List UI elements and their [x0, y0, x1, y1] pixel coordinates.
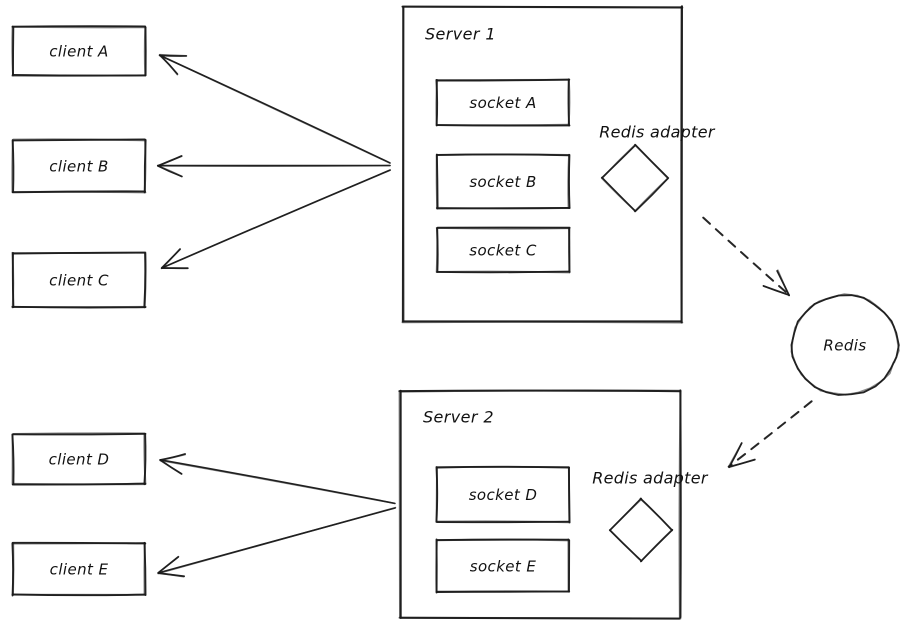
socket-node-socket-b[interactable]: socket B — [435, 153, 571, 210]
arrow-server2-client-d — [159, 453, 396, 505]
client-label: client B — [49, 158, 108, 176]
server-label: Server 1 — [425, 25, 496, 44]
socket-node-socket-e[interactable]: socket E — [435, 538, 571, 594]
redis-adapter-label: Redis adapter — [599, 123, 716, 142]
socket-label: socket D — [469, 486, 538, 504]
socket-label: socket E — [470, 558, 537, 576]
client-node-client-c[interactable]: client C — [11, 251, 147, 309]
redis-adapter-server-1[interactable]: Redis adapter — [599, 123, 716, 213]
arrow-adapter1-redis — [702, 216, 791, 297]
client-node-client-a[interactable]: client A — [11, 25, 147, 77]
socket-node-socket-d[interactable]: socket D — [435, 465, 571, 524]
server-label: Server 2 — [423, 408, 494, 427]
arrow-server1-client-b — [156, 155, 391, 178]
redis-adapter-label: Redis adapter — [592, 469, 709, 488]
server-container-server-2[interactable]: Server 2 socket D socket E Redis adapter — [398, 389, 709, 620]
client-label: client E — [50, 561, 109, 579]
redis-store-node[interactable]: Redis — [790, 293, 900, 396]
client-label: client C — [49, 272, 109, 290]
socket-node-socket-c[interactable]: socket C — [435, 226, 571, 274]
client-label: client D — [49, 451, 110, 469]
arrow-server2-client-e — [157, 506, 397, 578]
socket-label: socket A — [469, 94, 536, 112]
socket-node-socket-a[interactable]: socket A — [435, 78, 571, 127]
server-container-server-1[interactable]: Server 1 socket A socket B socket C Redis ad… — [401, 5, 716, 324]
arrow-server1-client-a — [158, 53, 391, 164]
arrow-server1-client-c — [160, 169, 391, 270]
redis-store-label: Redis — [823, 337, 866, 355]
socket-label: socket B — [469, 173, 536, 191]
client-label: client A — [49, 43, 108, 61]
client-node-client-e[interactable]: client E — [11, 541, 147, 597]
arrow-redis-adapter2 — [727, 400, 813, 469]
client-node-client-d[interactable]: client D — [11, 432, 147, 486]
redis-adapter-server-2[interactable]: Redis adapter — [592, 469, 709, 563]
client-node-client-b[interactable]: client B — [11, 138, 147, 194]
socket-label: socket C — [469, 242, 537, 260]
